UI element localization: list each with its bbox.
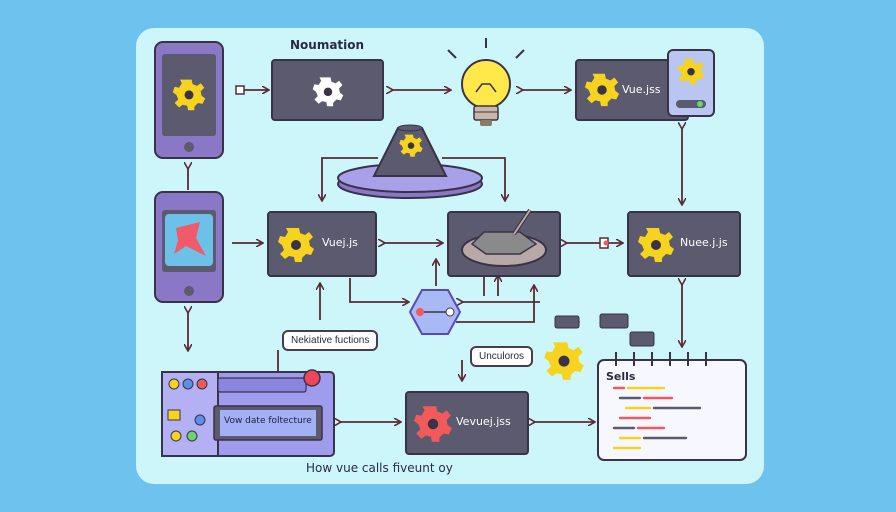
gear-icon — [544, 342, 584, 380]
arrow-vue-down — [349, 278, 408, 302]
mini-box-1 — [554, 315, 580, 329]
node-mid-left-label: Vuej.js — [322, 236, 358, 249]
callout-center: Unculoros — [470, 346, 534, 367]
phone-top — [154, 41, 224, 159]
node-vuejs-top — [575, 49, 715, 121]
mini-box-3 — [629, 331, 655, 347]
node-settings — [271, 59, 384, 121]
node-vevuejs-bottom — [405, 391, 529, 455]
node-top-right-label: Vue.jss — [622, 83, 661, 96]
arrow-cone-left — [322, 157, 378, 200]
connector-dot-right — [603, 240, 609, 246]
node-vuejs-left — [267, 211, 377, 277]
arrow-cone-right — [442, 157, 505, 200]
notes-title: Sells — [606, 370, 636, 383]
node-nuejs-right — [627, 211, 741, 277]
top-label: Noumation — [290, 38, 365, 52]
lightbulb-icon — [447, 38, 525, 126]
console-device — [161, 369, 335, 457]
hexagon-node — [408, 289, 462, 335]
node-mid-right-label: Nuee.j.js — [680, 236, 728, 249]
mini-box-2 — [599, 313, 629, 329]
console-screen-text: Vow date foltecture — [224, 416, 312, 426]
shape-icon — [174, 222, 206, 256]
node-bottom-label: Vevuej.jss — [456, 415, 511, 428]
phone-mid — [154, 191, 224, 303]
connector-top-left — [235, 85, 245, 95]
diagram-caption: How vue calls fiveunt oy — [306, 461, 453, 475]
cone-platform — [337, 124, 483, 199]
code-notebook — [597, 352, 747, 461]
callout-left: Nekiative fuctions — [282, 330, 379, 351]
arrow-hex-right-2 — [456, 286, 534, 323]
arrow-bowl-loop — [483, 276, 498, 296]
node-center-bowl — [447, 208, 561, 277]
